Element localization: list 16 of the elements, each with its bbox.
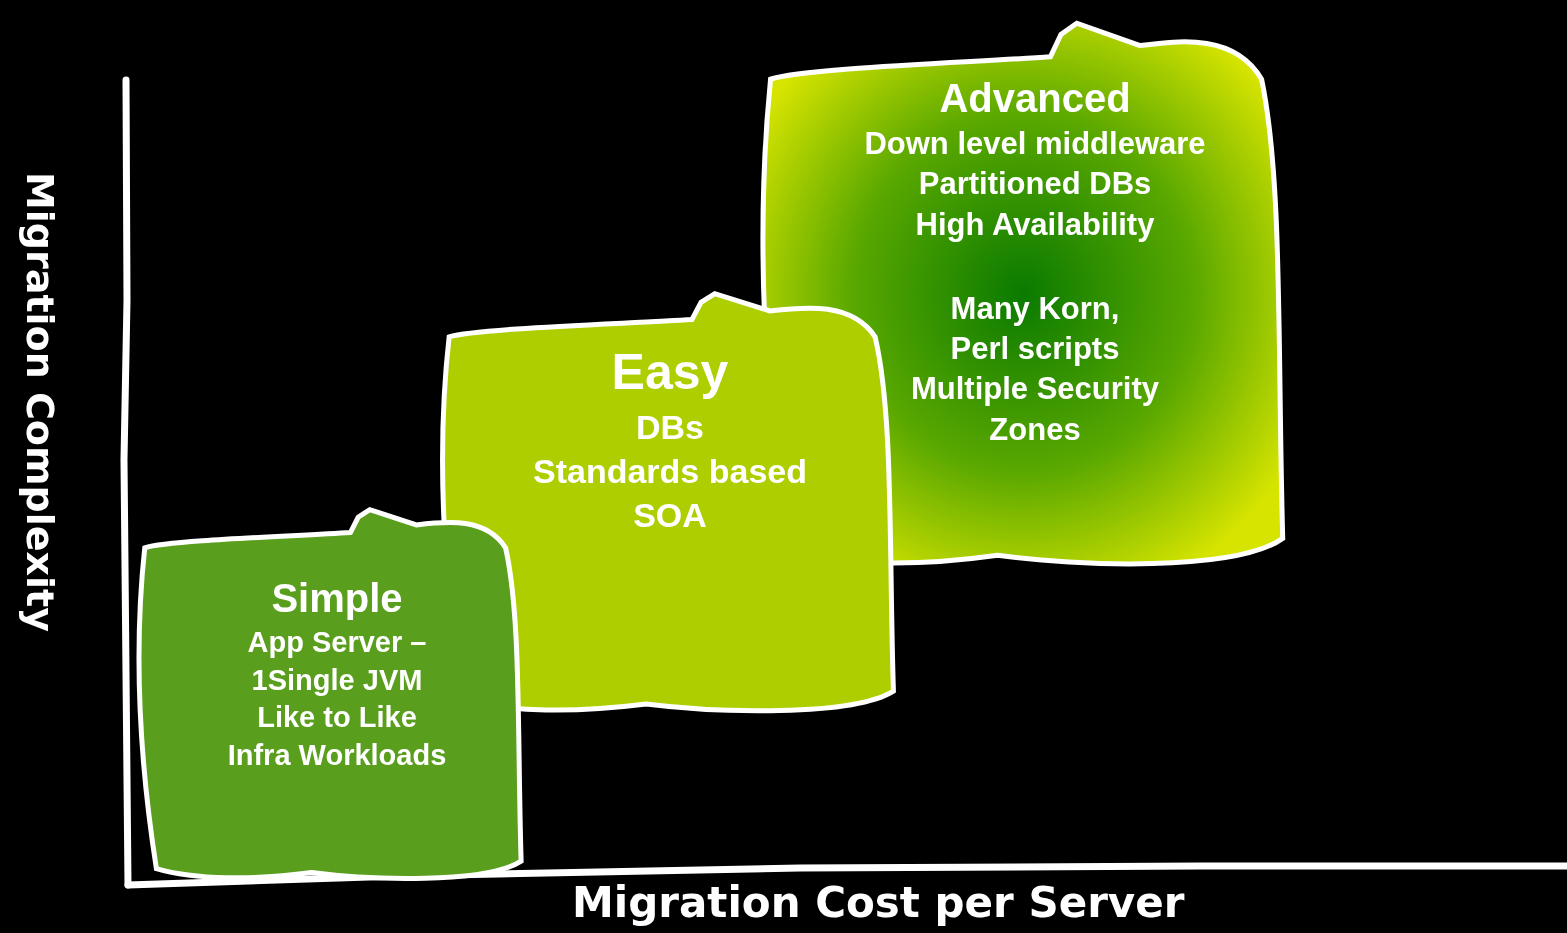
tier-item: Standards based [533,451,807,493]
tier-item: Down level middleware [864,125,1206,163]
tier-item: Like to Like [257,700,417,736]
tier-item: High Availability [915,205,1155,244]
tier-item: App Server – 1Single JVM [246,625,428,698]
tier-item: Infra Workloads [227,738,447,774]
x-axis-title: Migration Cost per Server [572,878,1185,927]
tier-item: Many Korn, Perl scripts [949,289,1121,369]
tier-heading: Simple [271,575,403,622]
tier-heading: Easy [611,343,729,402]
tier-item: Multiple Security Zones [909,370,1160,449]
y-axis-title: Migration Complexity [18,170,62,635]
tier-item: DBs [636,407,704,448]
tier-item: SOA [633,495,707,537]
tier-heading: Advanced [939,75,1131,122]
tier-item: Partitioned DBs [918,165,1152,204]
